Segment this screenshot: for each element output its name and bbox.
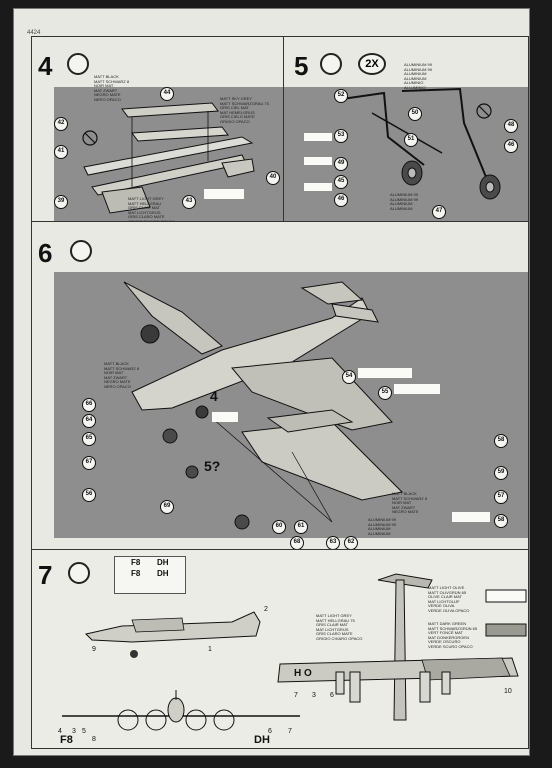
instruction-sheet: 4424 4 44 42 41 39 43 40 MATT BLACK MATT… [13,8,530,756]
callout-68: 68 [290,536,304,550]
callout-45: 45 [334,175,348,189]
step-6-panel: 6 54 55 66 64 65 67 56 58 59 57 69 60 [31,221,529,551]
callout-51: 51 [404,133,418,147]
callout-42: 42 [54,117,68,131]
callout-65: 65 [82,432,96,446]
step-5-number: 5 [294,51,309,81]
paint-note-aluminium-bottom: ALUMINIUM 99 ALUMINIUM 99 ALUMINIUM ALUM… [390,192,419,211]
paint-note-sky-grey: MATT SKY GREY MATT SCHWARZGRAU 75 GRIS C… [220,96,269,124]
callout-48: 48 [504,119,518,133]
callout-49: 49 [334,157,348,171]
fuselage-marking-right: DH [254,734,270,746]
callout-3-top: 3 [312,692,316,699]
callout-62: 62 [344,536,358,550]
white-label-box [452,512,490,522]
paint-note-black-left: MATT BLACK MATT SCHWARZ 8 NOIR MAT MAT Z… [104,361,140,389]
callout-56: 56 [82,488,96,502]
step-4-number: 4 [38,51,53,81]
callout-5: 5 [82,728,86,735]
step-7-panel: 7 F8 DH F8 DH [31,549,529,749]
callout-60: 60 [272,520,286,534]
callout-53: 53 [334,129,348,143]
step-6-drawing [123,281,404,530]
decal-code-4: DH [157,569,169,578]
callout-58a: 58 [494,434,508,448]
quantity-badge: 2X [358,53,386,75]
callout-4: 4 [58,728,62,735]
fuselage-marking-left: F8 [60,734,73,746]
callout-43: 43 [182,195,196,209]
glue-icon [320,53,342,75]
callout-46b: 46 [334,193,348,207]
callout-1: 1 [208,646,212,653]
paint-note-black-right: MATT BLACK MATT SCHWARZ 8 NOIR MAT MAT Z… [392,491,428,515]
callout-66: 66 [82,398,96,412]
paint-note-black: MATT BLACK MATT SCHWARZ 8 NOIR MAT MAT Z… [94,74,130,102]
callout-58b: 58 [494,514,508,528]
callout-47: 47 [432,205,446,219]
step-7-drawing [62,573,527,731]
callout-9: 9 [92,646,96,653]
callout-52: 52 [334,89,348,103]
white-label-box [394,384,440,394]
callout-63: 63 [326,536,340,550]
callout-39: 39 [54,195,68,209]
callout-2: 2 [264,606,268,613]
white-label-box [358,368,412,378]
callout-6-top: 6 [330,692,334,699]
paint-note-dark-green: MATT DARK GREEN MATT SCHWARZGRÜN 65 VERT… [428,621,478,649]
white-label-box [304,157,332,165]
paint-note-aluminium: ALUMINIUM 99 ALUMINIUM 99 ALUMINIUM ALUM… [368,517,397,536]
callout-69: 69 [160,500,174,514]
glue-icon [67,53,89,75]
no-glue-icon [68,562,90,584]
white-label-box [304,183,332,191]
callout-44: 44 [160,87,174,101]
decal-code-1: F8 [131,558,141,567]
callout-7-front: 7 [288,728,292,735]
callout-61: 61 [294,520,308,534]
paint-note-light-grey: MATT LIGHT GREY MATT HELLGRAU GRIS CLAIR… [128,196,174,221]
callout-10: 10 [504,688,512,695]
paint-note-aluminium-top: ALUMINIUM 99 ALUMINIUM 99 ALUMINIUM ALUM… [404,62,433,90]
step-5-panel: 5 2X 52 53 51 50 48 46 49 45 46 47 ALUMI… [283,36,529,222]
callout-46a: 46 [504,139,518,153]
step-7-number: 7 [38,560,53,590]
decal-sheet-preview: F8 DH F8 DH [114,556,186,594]
callout-57: 57 [494,490,508,504]
white-label-box [304,133,332,141]
callout-8: 8 [92,736,96,743]
callout-54: 54 [342,370,356,384]
callout-6-front: 6 [268,728,272,735]
callout-3-left: 3 [72,728,76,735]
callout-40: 40 [266,171,280,185]
step-6-number: 6 [38,238,53,268]
callout-64: 64 [82,414,96,428]
glue-icon [70,240,92,262]
paint-note-light-grey: MATT LIGHT GREY MATT HELLGRAU 75 GRIS CL… [316,613,363,641]
decal-code-3: F8 [131,569,141,578]
decal-code-2: DH [157,558,169,567]
top-view-fuselage-code: H O [294,668,312,679]
sub-assembly-4-label: 4 [210,388,218,404]
white-label-box [212,412,238,422]
callout-67: 67 [82,456,96,470]
sub-assembly-5-label: 5? [204,458,221,474]
step-4-drawing [82,102,255,214]
callout-50: 50 [408,107,422,121]
callout-55: 55 [378,386,392,400]
white-label-box [204,189,244,199]
callout-7-top: 7 [294,692,298,699]
callout-41: 41 [54,145,68,159]
step-4-panel: 4 44 42 41 39 43 40 MATT BLACK MATT SCHW… [31,36,284,222]
callout-59: 59 [494,466,508,480]
paint-note-light-olive: MATT LIGHT OLIVE MATT OLIVGRÜN 65 OLIVE … [428,585,470,613]
sheet-code: 4424 [27,30,41,36]
